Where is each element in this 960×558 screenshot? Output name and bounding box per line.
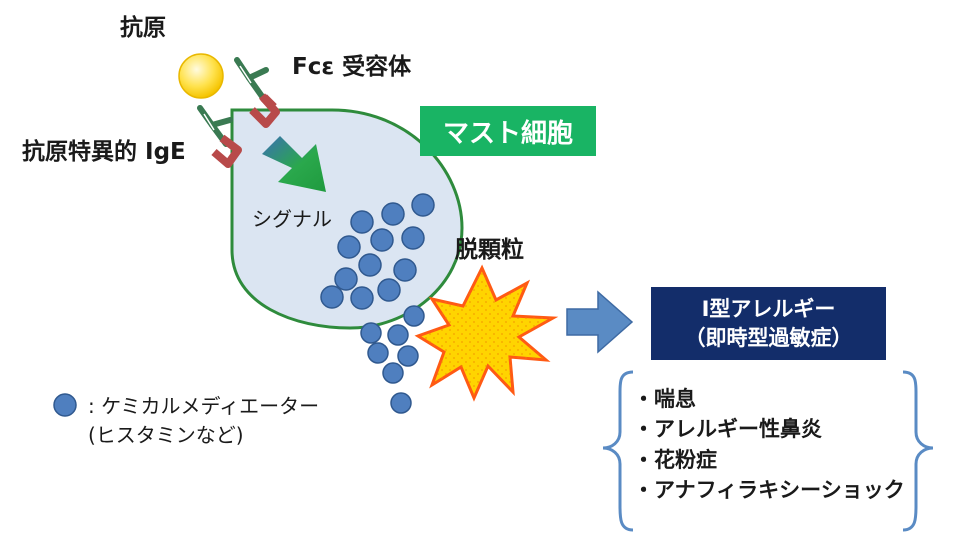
allergy-type-box: I型アレルギー （即時型過敏症） [651,287,886,360]
granule [377,278,401,302]
granule [358,253,382,277]
mast-cell-label: マスト細胞 [420,106,596,156]
granule [360,322,382,344]
legend-line-2: (ヒスタミンなど) [88,423,244,447]
symptom-item: ・アレルギー性鼻炎 [633,417,822,442]
signal-arrow [262,136,326,192]
legend-granule-icon [53,393,77,417]
allergy-title: I型アレルギー [701,297,836,322]
granule [350,210,374,234]
legend-line-1: : ケミカルメディエーター [88,394,320,418]
granule [387,324,409,346]
symptom-item: ・アナフィラキシーショック [633,478,905,503]
bracket-right [902,370,934,532]
released-granules [360,305,425,414]
granules [320,193,435,310]
granule [403,305,425,327]
granule [397,345,419,367]
granule [320,285,344,309]
granule [390,392,412,414]
antigen-icon [178,53,224,99]
granule [382,362,404,384]
granule [370,228,394,252]
ige-label: 抗原特異的 IgE [22,139,186,165]
granule [337,235,361,259]
ige-receptor-upper [234,57,280,128]
symptom-item: ・花粉症 [633,447,717,472]
allergy-subtitle: （即時型過敏症） [684,325,853,350]
granule [367,342,389,364]
granule [381,202,405,226]
granule [393,258,417,282]
granule [401,226,425,250]
ige-receptor-lower [197,105,242,168]
degranulation-label: 脱顆粒 [455,237,524,263]
symptom-item: ・喘息 [633,387,696,411]
granule [334,267,358,291]
granule [350,286,374,310]
bracket-left [602,370,634,532]
signal-label: シグナル [252,207,332,231]
legend: : ケミカルメディエーター (ヒスタミンなど) [88,392,319,450]
fc-receptor-label: Fcε 受容体 [292,54,412,80]
result-arrow [566,290,634,354]
granule [411,193,435,217]
antigen-label: 抗原 [120,15,166,41]
symptom-list: ・喘息 ・アレルギー性鼻炎 ・花粉症 ・アナフィラキシーショック [633,384,905,506]
